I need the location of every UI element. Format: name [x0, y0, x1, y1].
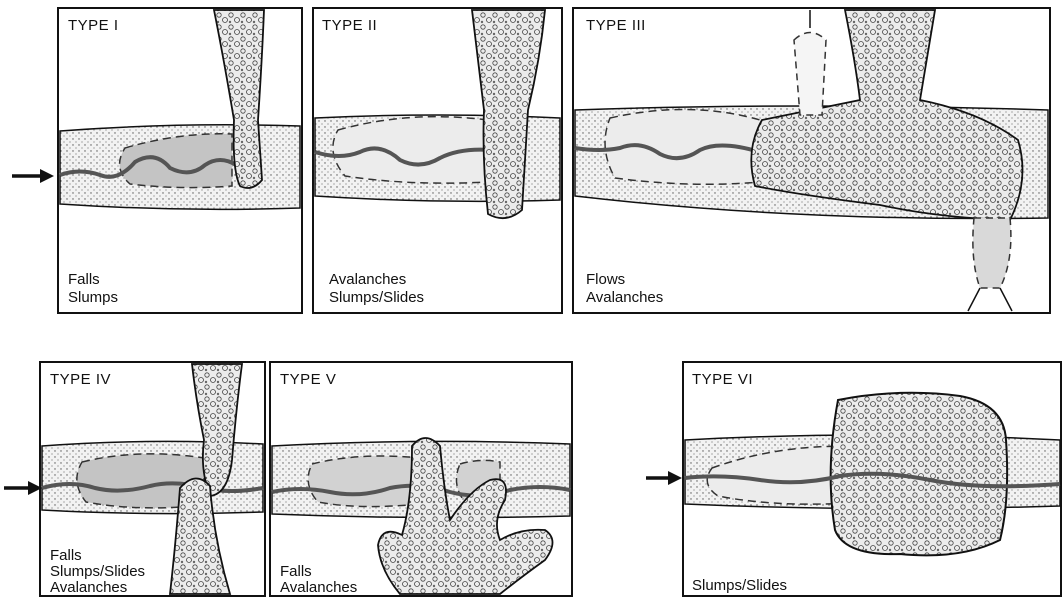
right-arrow-icon	[12, 169, 54, 183]
panel-label: Falls	[68, 271, 100, 288]
tributary-flow-path	[794, 33, 826, 116]
panel-label: Slumps/Slides	[692, 577, 787, 594]
panel-type-2: TYPE II Avalanches Slumps/Slides	[313, 8, 562, 313]
panel-label: Slumps	[68, 289, 118, 306]
panel-title: TYPE IV	[50, 371, 111, 388]
panel-type-4: TYPE IV Falls Slumps/Slides Avalanches	[40, 362, 265, 596]
panel-label: Falls	[280, 563, 312, 580]
panel-title: TYPE II	[322, 17, 377, 34]
panel-label: Avalanches	[280, 579, 357, 596]
panel-type-1: TYPE I Falls Slumps	[58, 8, 302, 313]
right-arrow-icon	[4, 481, 42, 495]
panel-title: TYPE V	[280, 371, 336, 388]
impounded-lake-1	[308, 456, 420, 507]
panel-type-5: TYPE V Falls Avalanches	[270, 362, 572, 596]
panel-title: TYPE VI	[692, 371, 753, 388]
panel-type-6: TYPE VI Slumps/Slides	[683, 362, 1061, 596]
panel-label: Avalanches	[329, 271, 406, 288]
panel-label: Avalanches	[50, 579, 127, 596]
panel-type-3: TYPE III Flows Avalanches	[573, 8, 1050, 313]
panel-label: Flows	[586, 271, 625, 288]
panel-title: TYPE III	[586, 17, 646, 34]
panel-label: Slumps/Slides	[50, 563, 145, 580]
panel-title: TYPE I	[68, 17, 119, 34]
panel-label: Avalanches	[586, 289, 663, 306]
right-arrow-icon	[646, 471, 682, 485]
panel-label: Falls	[50, 547, 82, 564]
panel-label: Slumps/Slides	[329, 289, 424, 306]
